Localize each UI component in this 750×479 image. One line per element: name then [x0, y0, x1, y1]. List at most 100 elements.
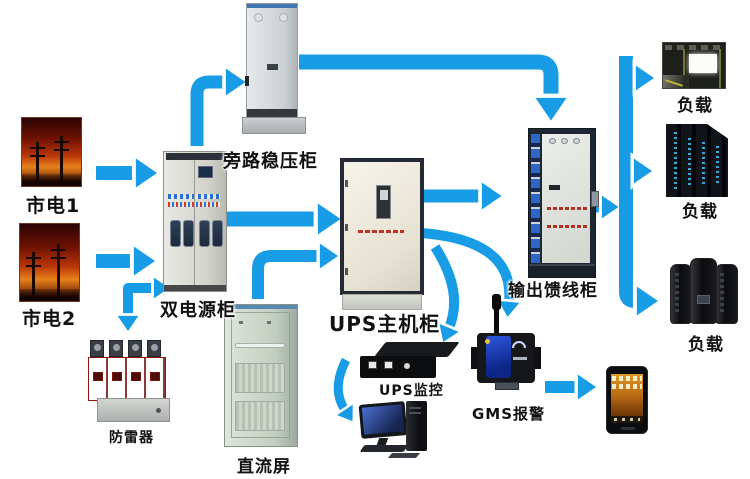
- ups-monitor-device: [360, 342, 460, 380]
- label-load2: 负载: [682, 202, 718, 222]
- power-pylon-icon: [51, 244, 66, 298]
- power-pylon-icon: [54, 136, 69, 184]
- ups-cabinet-base: [342, 294, 422, 310]
- cabinet-top-strip: [166, 153, 224, 160]
- server-tower: [715, 264, 738, 324]
- phone-screen: [611, 374, 643, 423]
- serial-connector: [495, 382, 519, 390]
- terminal-block: [109, 340, 123, 357]
- cabinet-top-strip: [225, 305, 297, 309]
- vent-circle: [279, 13, 288, 22]
- cabinet-top-strip: [247, 4, 297, 8]
- indicator-light: [549, 138, 556, 144]
- monitor-stand: [376, 438, 389, 445]
- module-window: [93, 372, 103, 381]
- cabinet-base: [164, 285, 226, 291]
- rack-led-column: [702, 142, 705, 185]
- label-dual-power: 双电源柜: [160, 300, 236, 321]
- side-wiring-column: [531, 134, 540, 263]
- door-split-line: [194, 160, 195, 285]
- device-top-face: [374, 342, 460, 357]
- dc-screen-cabinet: [224, 304, 298, 447]
- tower-display: [697, 295, 710, 304]
- ups-main-cabinet: [340, 158, 424, 295]
- red-nameplate-text: [358, 230, 404, 233]
- vent-mark: [239, 321, 243, 324]
- red-label-row: [547, 225, 587, 228]
- door-handle: [591, 191, 599, 207]
- ups-display: [376, 185, 391, 219]
- indicator-light: [561, 138, 568, 144]
- dual-power-cabinet: [163, 151, 227, 292]
- module-window: [131, 372, 141, 381]
- label-bypass: 旁路稳压柜: [223, 151, 318, 172]
- terminal-block: [128, 340, 142, 357]
- label-mains1: 市电1: [26, 195, 81, 217]
- mounting-ear: [534, 347, 541, 369]
- load-bus-line: [619, 56, 665, 323]
- mesh-panel: [235, 401, 285, 431]
- mesh-panel: [235, 363, 285, 393]
- home-button: [621, 427, 635, 430]
- red-label-row: [547, 207, 587, 210]
- label-ups-monitor: UPS监控: [379, 383, 444, 399]
- rack-led-column: [674, 132, 677, 189]
- label-ups-main: UPS主机柜: [329, 312, 441, 336]
- label-load1: 负载: [677, 96, 713, 116]
- keyboard: [387, 453, 421, 458]
- door-handle: [245, 76, 249, 86]
- door-hinge: [345, 180, 348, 187]
- vent-circle: [254, 13, 263, 22]
- mobile-phone: [606, 366, 648, 434]
- round-connector: [404, 363, 410, 369]
- vent-window: [212, 220, 223, 247]
- label-arrester: 防雷器: [109, 430, 154, 446]
- arrow-dual-power-arrester: [112, 272, 174, 336]
- label-load3: 负载: [688, 335, 724, 355]
- arrow-monitor-to-pc: [331, 357, 356, 425]
- display-slot: [235, 343, 285, 348]
- terminal-block: [147, 340, 161, 357]
- module-window: [112, 372, 122, 381]
- vent-band: [720, 273, 724, 313]
- antenna-icon: [492, 294, 501, 334]
- monitoring-computer: [358, 401, 434, 467]
- label-mains2: 市电2: [22, 308, 77, 330]
- output-feeder-cabinet: [528, 128, 599, 278]
- arrow-shafts: [96, 54, 665, 425]
- mounting-plate: [97, 398, 170, 422]
- network-port: [384, 361, 393, 369]
- power-pylon-icon: [30, 142, 45, 182]
- vent-window: [183, 220, 194, 247]
- bright-display-wall: [689, 54, 717, 73]
- label-gms-alarm: GMS报警: [472, 405, 546, 423]
- cabinet-door: [542, 134, 590, 263]
- monitor-base: [359, 445, 409, 452]
- label-output-feeder: 输出馈线柜: [508, 281, 598, 301]
- arrester-modules: [88, 357, 166, 401]
- terminal-block: [90, 340, 104, 357]
- vent-band: [675, 273, 679, 313]
- status-led: [485, 339, 490, 344]
- load1-control-room-photo: [662, 42, 726, 89]
- surge-arrester: [88, 340, 170, 424]
- blue-front-panel: [486, 336, 511, 378]
- load2-server-racks-photo: [666, 124, 728, 197]
- server-tower: [690, 258, 717, 324]
- network-port: [368, 361, 377, 369]
- pillar: [683, 49, 685, 88]
- device-front-face: [360, 356, 436, 378]
- rack-led-column: [688, 138, 691, 187]
- cabinet-display: [198, 166, 213, 178]
- pillar: [719, 49, 721, 88]
- dock-icon-row: [611, 416, 643, 423]
- computer-tower: [406, 401, 427, 451]
- mounting-ear: [471, 347, 478, 369]
- vent-window: [170, 220, 181, 247]
- rack-led-column: [716, 146, 719, 183]
- arrow-dual-power-to-bypass: [190, 61, 252, 146]
- label-dc-screen: 直流屏: [237, 457, 291, 477]
- ground-silhouette: [20, 289, 79, 301]
